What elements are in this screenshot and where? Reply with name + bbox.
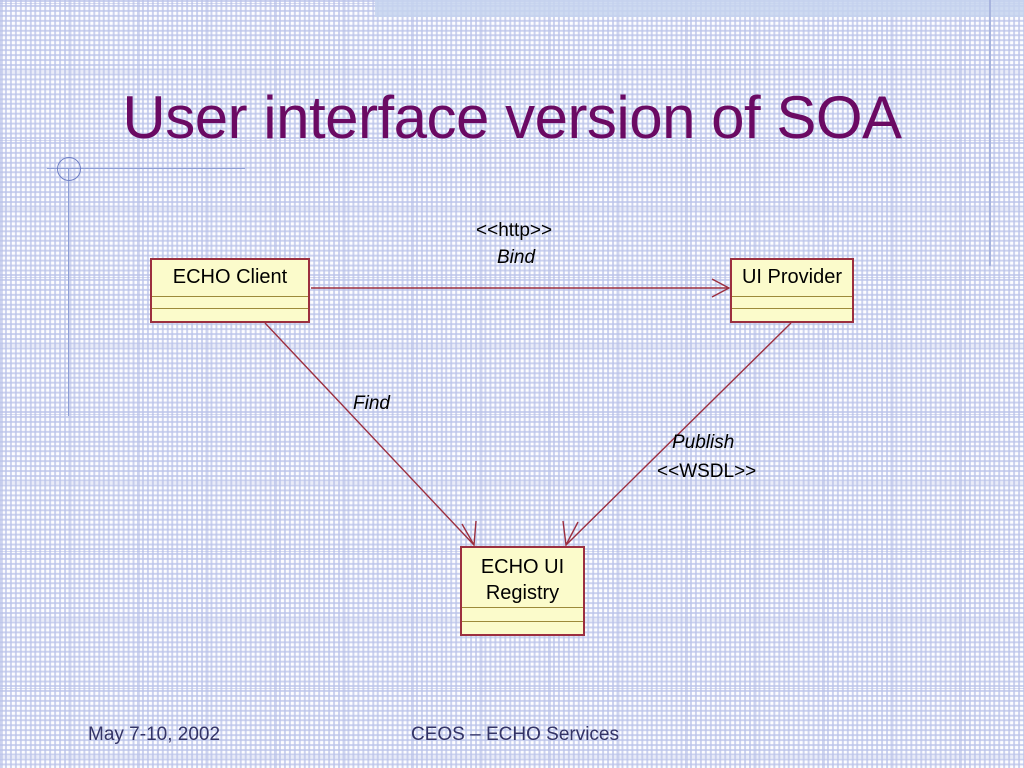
uml-node-echo-client[interactable]: ECHO Client [150, 258, 310, 323]
uml-node-name-line2: Registry [485, 582, 560, 604]
uml-node-name: ECHO UI Registry [462, 548, 583, 608]
uml-node-name: ECHO Client [152, 260, 308, 297]
uml-attributes-compartment [152, 297, 308, 309]
footer-date: May 7-10, 2002 [88, 724, 221, 745]
uml-node-echo-ui-registry[interactable]: ECHO UI Registry [460, 546, 585, 636]
decorative-vertical-line [68, 168, 69, 416]
uml-node-ui-provider[interactable]: UI Provider [730, 258, 854, 323]
edge-stereotype-bind: <<http>> [476, 220, 553, 241]
edge-label-bind: Bind [497, 247, 536, 268]
edge-label-find: Find [353, 393, 390, 414]
uml-node-name-line1: ECHO UI [480, 556, 565, 578]
uml-attributes-compartment [732, 297, 852, 309]
uml-node-name: UI Provider [732, 260, 852, 297]
decorative-horizontal-line [47, 168, 245, 169]
page-title: User interface version of SOA [122, 84, 902, 151]
uml-attributes-compartment [462, 608, 583, 622]
uml-operations-compartment [152, 309, 308, 321]
uml-operations-compartment [462, 622, 583, 636]
top-banner-band [375, 0, 1024, 17]
right-vertical-rule [989, 0, 991, 266]
uml-operations-compartment [732, 309, 852, 321]
edge-label-publish: Publish [672, 432, 735, 453]
edge-stereotype-publish: <<WSDL>> [657, 461, 757, 482]
footer-event-name: CEOS – ECHO Services [411, 724, 619, 745]
decorative-circle [57, 157, 81, 181]
